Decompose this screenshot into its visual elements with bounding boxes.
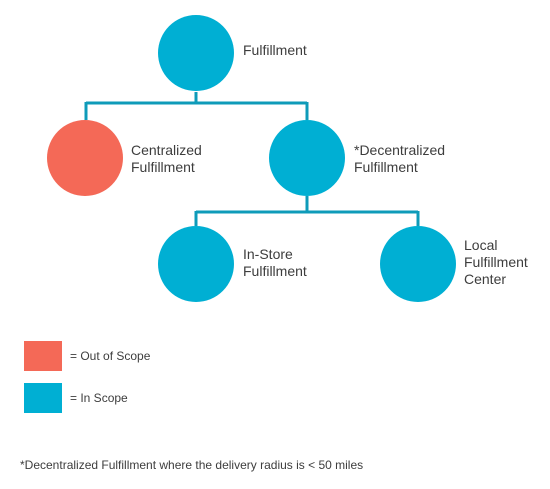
- node-centralized-label-line: Centralized: [131, 142, 202, 158]
- node-decentralized-label-line: *Decentralized: [354, 142, 446, 158]
- node-in-store-circle: [158, 226, 234, 302]
- node-fulfillment-circle: [158, 15, 234, 91]
- legend-in-scope-label: = In Scope: [70, 391, 128, 405]
- node-local-center-label-line: Center: [464, 271, 507, 287]
- legend-in-scope-swatch: [24, 383, 62, 413]
- legend-out-of-scope-swatch: [24, 341, 62, 371]
- node-centralized-label: Centralized Fulfillment: [131, 142, 202, 176]
- footnote: *Decentralized Fulfillment where the del…: [20, 458, 364, 472]
- node-fulfillment-label: Fulfillment: [243, 42, 307, 59]
- node-fulfillment-label-line: Fulfillment: [243, 42, 307, 58]
- node-local-center-label-line: Fulfillment: [464, 254, 528, 270]
- node-centralized-circle: [47, 120, 123, 196]
- node-local-center-circle: [380, 226, 456, 302]
- node-in-store-label-line: In-Store: [243, 246, 293, 262]
- node-in-store-label: In-Store Fulfillment: [243, 246, 307, 280]
- node-centralized-label-line: Fulfillment: [131, 159, 195, 175]
- node-decentralized-label: *Decentralized Fulfillment: [354, 142, 445, 176]
- node-in-store-label-line: Fulfillment: [243, 263, 307, 279]
- node-decentralized-label-line: Fulfillment: [354, 159, 418, 175]
- node-local-center-label-line: Local: [464, 237, 498, 253]
- legend-out-of-scope-label: = Out of Scope: [70, 349, 151, 363]
- node-local-center-label: Local Fulfillment Center: [464, 237, 528, 288]
- node-decentralized-circle: [269, 120, 345, 196]
